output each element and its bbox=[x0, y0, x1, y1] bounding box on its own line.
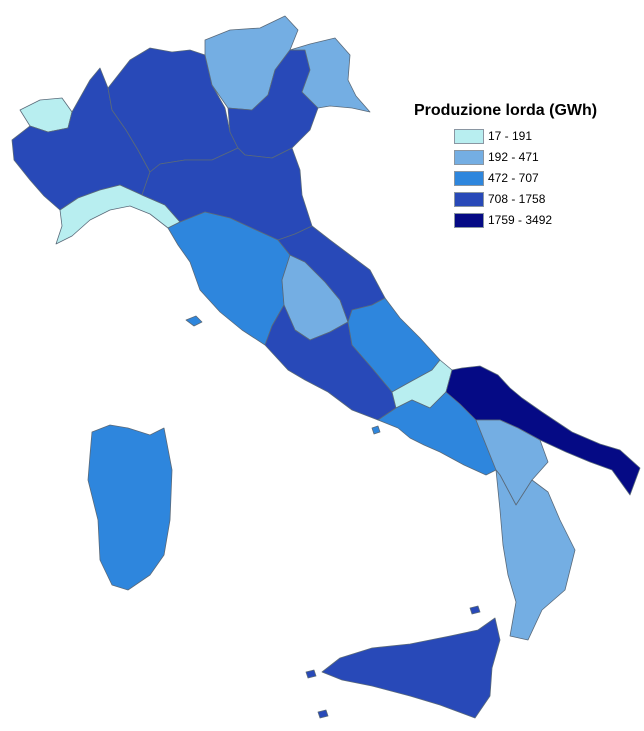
region-friuli-venezia-giulia[interactable] bbox=[289, 37, 371, 113]
legend-list: 17 - 191 192 - 471 472 - 707 708 - 1758 … bbox=[414, 126, 638, 230]
legend-title: Produzione lorda (GWh) bbox=[414, 102, 598, 119]
region-liguria[interactable] bbox=[55, 184, 181, 245]
legend-label: 17 - 191 bbox=[488, 129, 533, 143]
region-valle-d-aosta[interactable] bbox=[19, 97, 73, 133]
island-lipari bbox=[469, 605, 481, 615]
legend-swatch bbox=[454, 191, 484, 207]
legend-swatch bbox=[454, 212, 484, 228]
region-campania[interactable] bbox=[377, 391, 497, 476]
legend-item: 1759 - 3492 bbox=[454, 210, 638, 230]
legend-item: 472 - 707 bbox=[454, 168, 638, 188]
island-egadi bbox=[305, 669, 317, 679]
legend-swatch bbox=[454, 128, 484, 144]
island-pantelleria bbox=[317, 709, 329, 719]
island-elba bbox=[185, 315, 203, 327]
legend-item: 17 - 191 bbox=[454, 126, 638, 146]
legend-swatch bbox=[454, 170, 484, 186]
region-sardegna[interactable] bbox=[87, 424, 173, 591]
island-ischia bbox=[371, 425, 381, 435]
legend-item: 192 - 471 bbox=[454, 147, 638, 167]
map-legend: Produzione lorda (GWh) 17 - 191 192 - 47… bbox=[414, 102, 638, 231]
legend-item: 708 - 1758 bbox=[454, 189, 638, 209]
legend-label: 192 - 471 bbox=[488, 150, 539, 164]
legend-label: 708 - 1758 bbox=[488, 192, 546, 206]
legend-swatch bbox=[454, 149, 484, 165]
region-sicilia[interactable] bbox=[321, 617, 501, 719]
region-calabria[interactable] bbox=[495, 469, 576, 641]
legend-label: 1759 - 3492 bbox=[488, 213, 553, 227]
legend-label: 472 - 707 bbox=[488, 171, 539, 185]
